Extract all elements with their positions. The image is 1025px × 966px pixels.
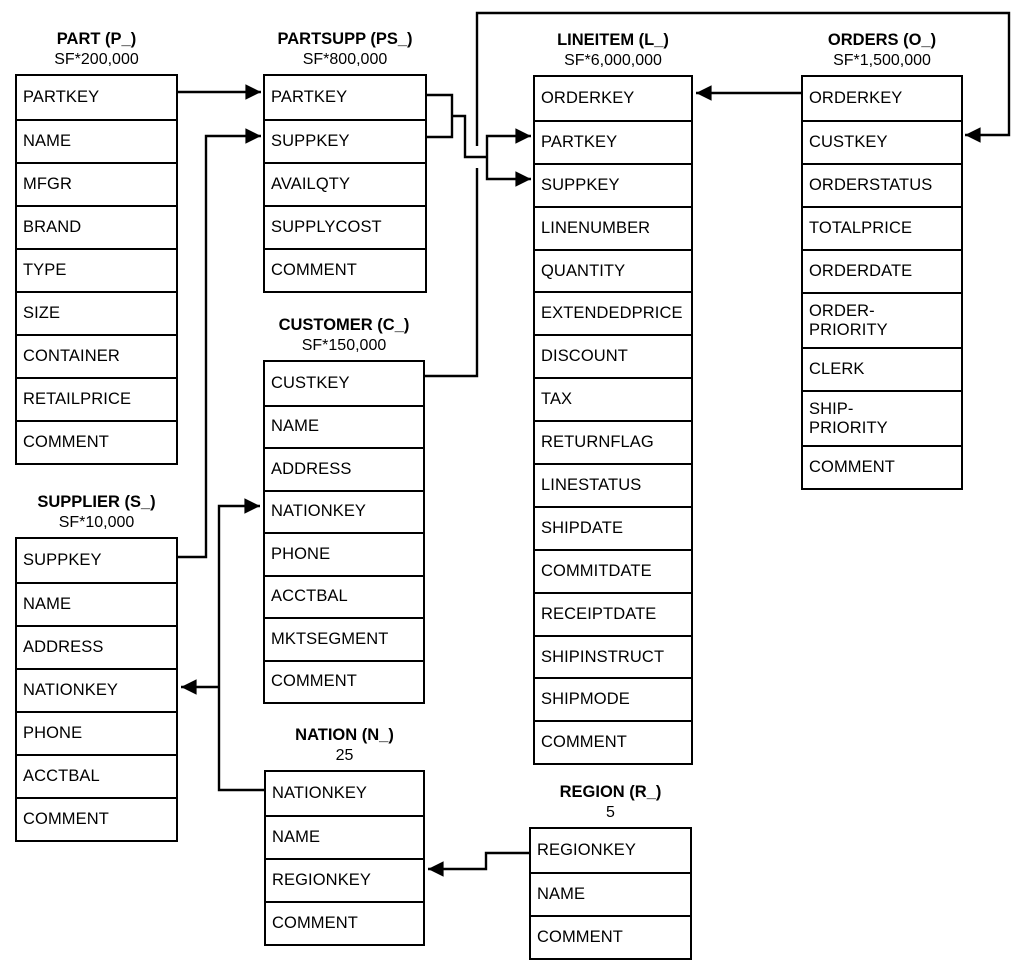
field-row: BRAND: [17, 205, 176, 248]
field-row: NAME: [17, 582, 176, 625]
field-row: TYPE: [17, 248, 176, 291]
field-row: PARTKEY: [535, 119, 691, 163]
field-row: SIZE: [17, 291, 176, 334]
field-row: CONTAINER: [17, 334, 176, 377]
connector-partsupp-to-lineitem-suppkey: [485, 157, 531, 187]
field-row: LINESTATUS: [535, 463, 691, 506]
field-row: MKTSEGMENT: [265, 617, 423, 660]
table-partsupp-title: PARTSUPP (PS_): [277, 30, 413, 48]
field-row: DISCOUNT: [535, 334, 691, 377]
field-row: ADDRESS: [265, 447, 423, 490]
field-row: COMMENT: [17, 797, 176, 840]
field-row: EXTENDEDPRICE: [535, 291, 691, 334]
field-row: ORDERDATE: [803, 249, 961, 292]
field-row: SHIP- PRIORITY: [803, 390, 961, 445]
field-row: RECEIPTDATE: [535, 591, 691, 635]
field-row: COMMENT: [803, 445, 961, 488]
field-row: RETAILPRICE: [17, 377, 176, 420]
table-part-title: PART (P_): [56, 30, 137, 48]
field-row: NAME: [266, 815, 423, 858]
field-row: COMMITDATE: [535, 548, 691, 592]
field-row: AVAILQTY: [265, 162, 425, 205]
table-supplier-cardinality: SF*10,000: [58, 514, 135, 531]
field-row: COMMENT: [265, 659, 423, 703]
field-row: NAME: [531, 872, 690, 915]
table-nation-cardinality: 25: [335, 747, 354, 764]
field-row: PHONE: [265, 532, 423, 575]
field-row: SUPPLYCOST: [265, 205, 425, 248]
field-row: ORDER- PRIORITY: [803, 292, 961, 347]
field-row: SHIPDATE: [535, 505, 691, 549]
field-row: NAME: [265, 404, 423, 448]
table-region-cardinality: 5: [606, 804, 615, 821]
field-row: MFGR: [17, 162, 176, 205]
table-lineitem: LINEITEM (L_) SF*6,000,000 ORDERKEY PARTK…: [533, 31, 693, 766]
field-row: LINENUMBER: [535, 205, 691, 249]
table-nation-title: NATION (N_): [295, 726, 394, 744]
connector-region-regionkey-to-nation-regionkey: [428, 851, 529, 877]
field-row: TAX: [535, 377, 691, 420]
connector-partsupp-keys-stub: [427, 93, 454, 139]
field-row: SHIPINSTRUCT: [535, 634, 691, 678]
field-row: CUSTKEY: [803, 120, 961, 163]
field-row: COMMENT: [535, 720, 691, 763]
field-row: TOTALPRICE: [803, 206, 961, 249]
field-row: ADDRESS: [17, 625, 176, 668]
field-row: SHIPMODE: [535, 677, 691, 720]
table-orders-cardinality: SF*1,500,000: [833, 52, 931, 69]
field-row: COMMENT: [266, 901, 423, 944]
field-row: COMMENT: [17, 420, 176, 463]
table-part-cardinality: SF*200,000: [54, 51, 139, 68]
field-row: ACCTBAL: [265, 574, 423, 618]
field-row: SUPPKEY: [265, 119, 425, 162]
field-row: ORDERSTATUS: [803, 163, 961, 206]
field-row: REGIONKEY: [537, 841, 637, 859]
field-row: COMMENT: [265, 248, 425, 291]
field-row: RETURNFLAG: [535, 420, 691, 463]
field-row: ORDERKEY: [809, 89, 903, 107]
field-row: SUPPKEY: [535, 162, 691, 206]
field-row: CLERK: [803, 347, 961, 390]
field-row: SUPPKEY: [23, 551, 102, 569]
table-lineitem-cardinality: SF*6,000,000: [564, 52, 662, 69]
field-row: NAME: [17, 119, 176, 162]
field-row: CUSTKEY: [271, 373, 350, 392]
field-row: NATIONKEY: [272, 784, 368, 802]
field-row: ORDERKEY: [541, 88, 635, 107]
field-row: REGIONKEY: [266, 858, 423, 901]
connector-partsupp-to-lineitem-partkey: [485, 128, 531, 157]
field-row: NATIONKEY: [265, 489, 423, 533]
field-row: PARTKEY: [23, 88, 100, 106]
table-region-title: REGION (R_): [559, 783, 662, 801]
table-customer-title: CUSTOMER (C_): [278, 316, 410, 334]
table-orders-title: ORDERS (O_): [827, 31, 937, 49]
table-supplier-title: SUPPLIER (S_): [37, 493, 156, 511]
field-row: NATIONKEY: [17, 668, 176, 711]
table-lineitem-title: LINEITEM (L_): [557, 31, 669, 49]
field-row: PARTKEY: [271, 88, 348, 106]
table-customer-cardinality: SF*150,000: [301, 337, 387, 354]
table-partsupp-cardinality: SF*800,000: [302, 51, 388, 68]
connector-partsupp-to-lineitem-link: [452, 114, 487, 159]
field-row: QUANTITY: [535, 248, 691, 292]
table-orders: ORDERS (O_) SF*1,500,000 ORDERKEY CUSTKEY…: [801, 31, 963, 490]
field-row: ACCTBAL: [17, 754, 176, 797]
table-partsupp: PARTSUPP (PS_) SF*800,000 PARTKEY SUPPKEY…: [263, 30, 427, 293]
field-row: COMMENT: [531, 915, 690, 958]
field-row: PHONE: [17, 711, 176, 754]
